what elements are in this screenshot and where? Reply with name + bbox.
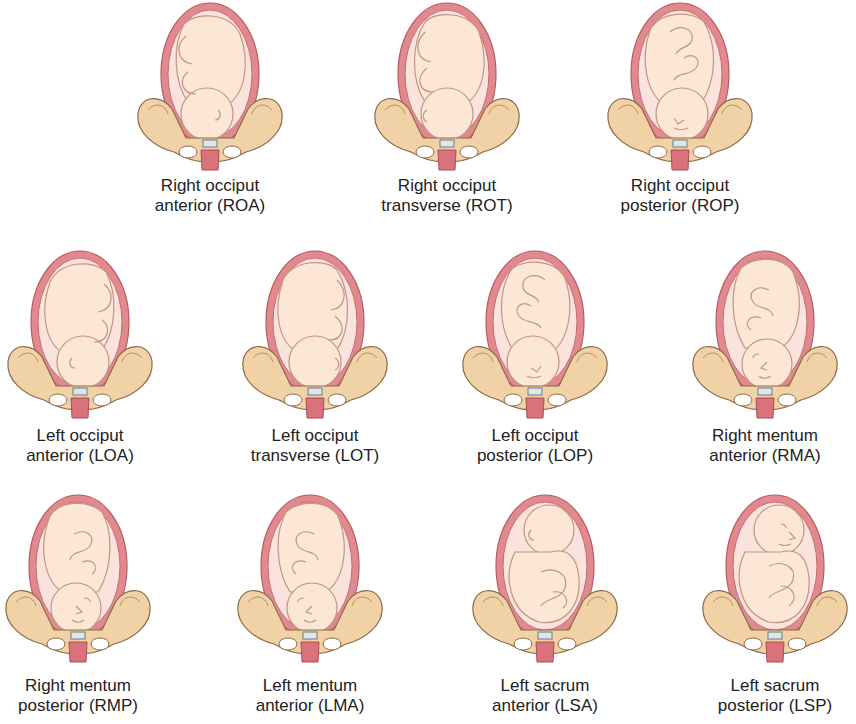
fetal-position-figure bbox=[238, 495, 382, 662]
position-caption: Right occiput anterior (ROA) bbox=[139, 176, 281, 217]
position-caption: Left occiput transverse (LOT) bbox=[244, 426, 386, 467]
position-caption: Right occiput transverse (ROT) bbox=[376, 176, 518, 217]
position-caption: Left mentum anterior (LMA) bbox=[239, 676, 381, 717]
position-caption: Right occiput posterior (ROP) bbox=[609, 176, 751, 217]
caption-text: Right occiput transverse (ROT) bbox=[381, 176, 512, 215]
fetal-position-figure bbox=[693, 251, 837, 418]
fetal-position-figure bbox=[138, 3, 282, 170]
fetal-position-figure bbox=[463, 251, 607, 418]
caption-text: Left occiput posterior (LOP) bbox=[477, 426, 593, 465]
fetal-position-figure bbox=[6, 495, 150, 662]
caption-text: Left occiput transverse (LOT) bbox=[251, 426, 379, 465]
fetal-position-figure bbox=[375, 3, 519, 170]
caption-text: Right mentum posterior (RMP) bbox=[18, 676, 138, 715]
caption-text: Right occiput anterior (ROA) bbox=[155, 176, 266, 215]
position-caption: Left occiput anterior (LOA) bbox=[9, 426, 151, 467]
position-caption: Right mentum anterior (RMA) bbox=[694, 426, 836, 467]
fetal-position-figure bbox=[243, 251, 387, 418]
caption-text: Left mentum anterior (LMA) bbox=[256, 676, 365, 715]
position-caption: Left sacrum posterior (LSP) bbox=[704, 676, 846, 717]
fetal-position-figure bbox=[703, 495, 847, 662]
position-caption: Left sacrum anterior (LSA) bbox=[474, 676, 616, 717]
caption-text: Left occiput anterior (LOA) bbox=[26, 426, 134, 465]
position-caption: Right mentum posterior (RMP) bbox=[7, 676, 149, 717]
fetal-position-figure bbox=[8, 251, 152, 418]
caption-text: Right mentum anterior (RMA) bbox=[709, 426, 820, 465]
caption-text: Left sacrum posterior (LSP) bbox=[718, 676, 832, 715]
fetal-position-figure bbox=[473, 495, 617, 662]
caption-text: Right occiput posterior (ROP) bbox=[620, 176, 739, 215]
position-caption: Left occiput posterior (LOP) bbox=[464, 426, 606, 467]
caption-text: Left sacrum anterior (LSA) bbox=[492, 676, 598, 715]
fetal-position-figure bbox=[608, 3, 752, 170]
